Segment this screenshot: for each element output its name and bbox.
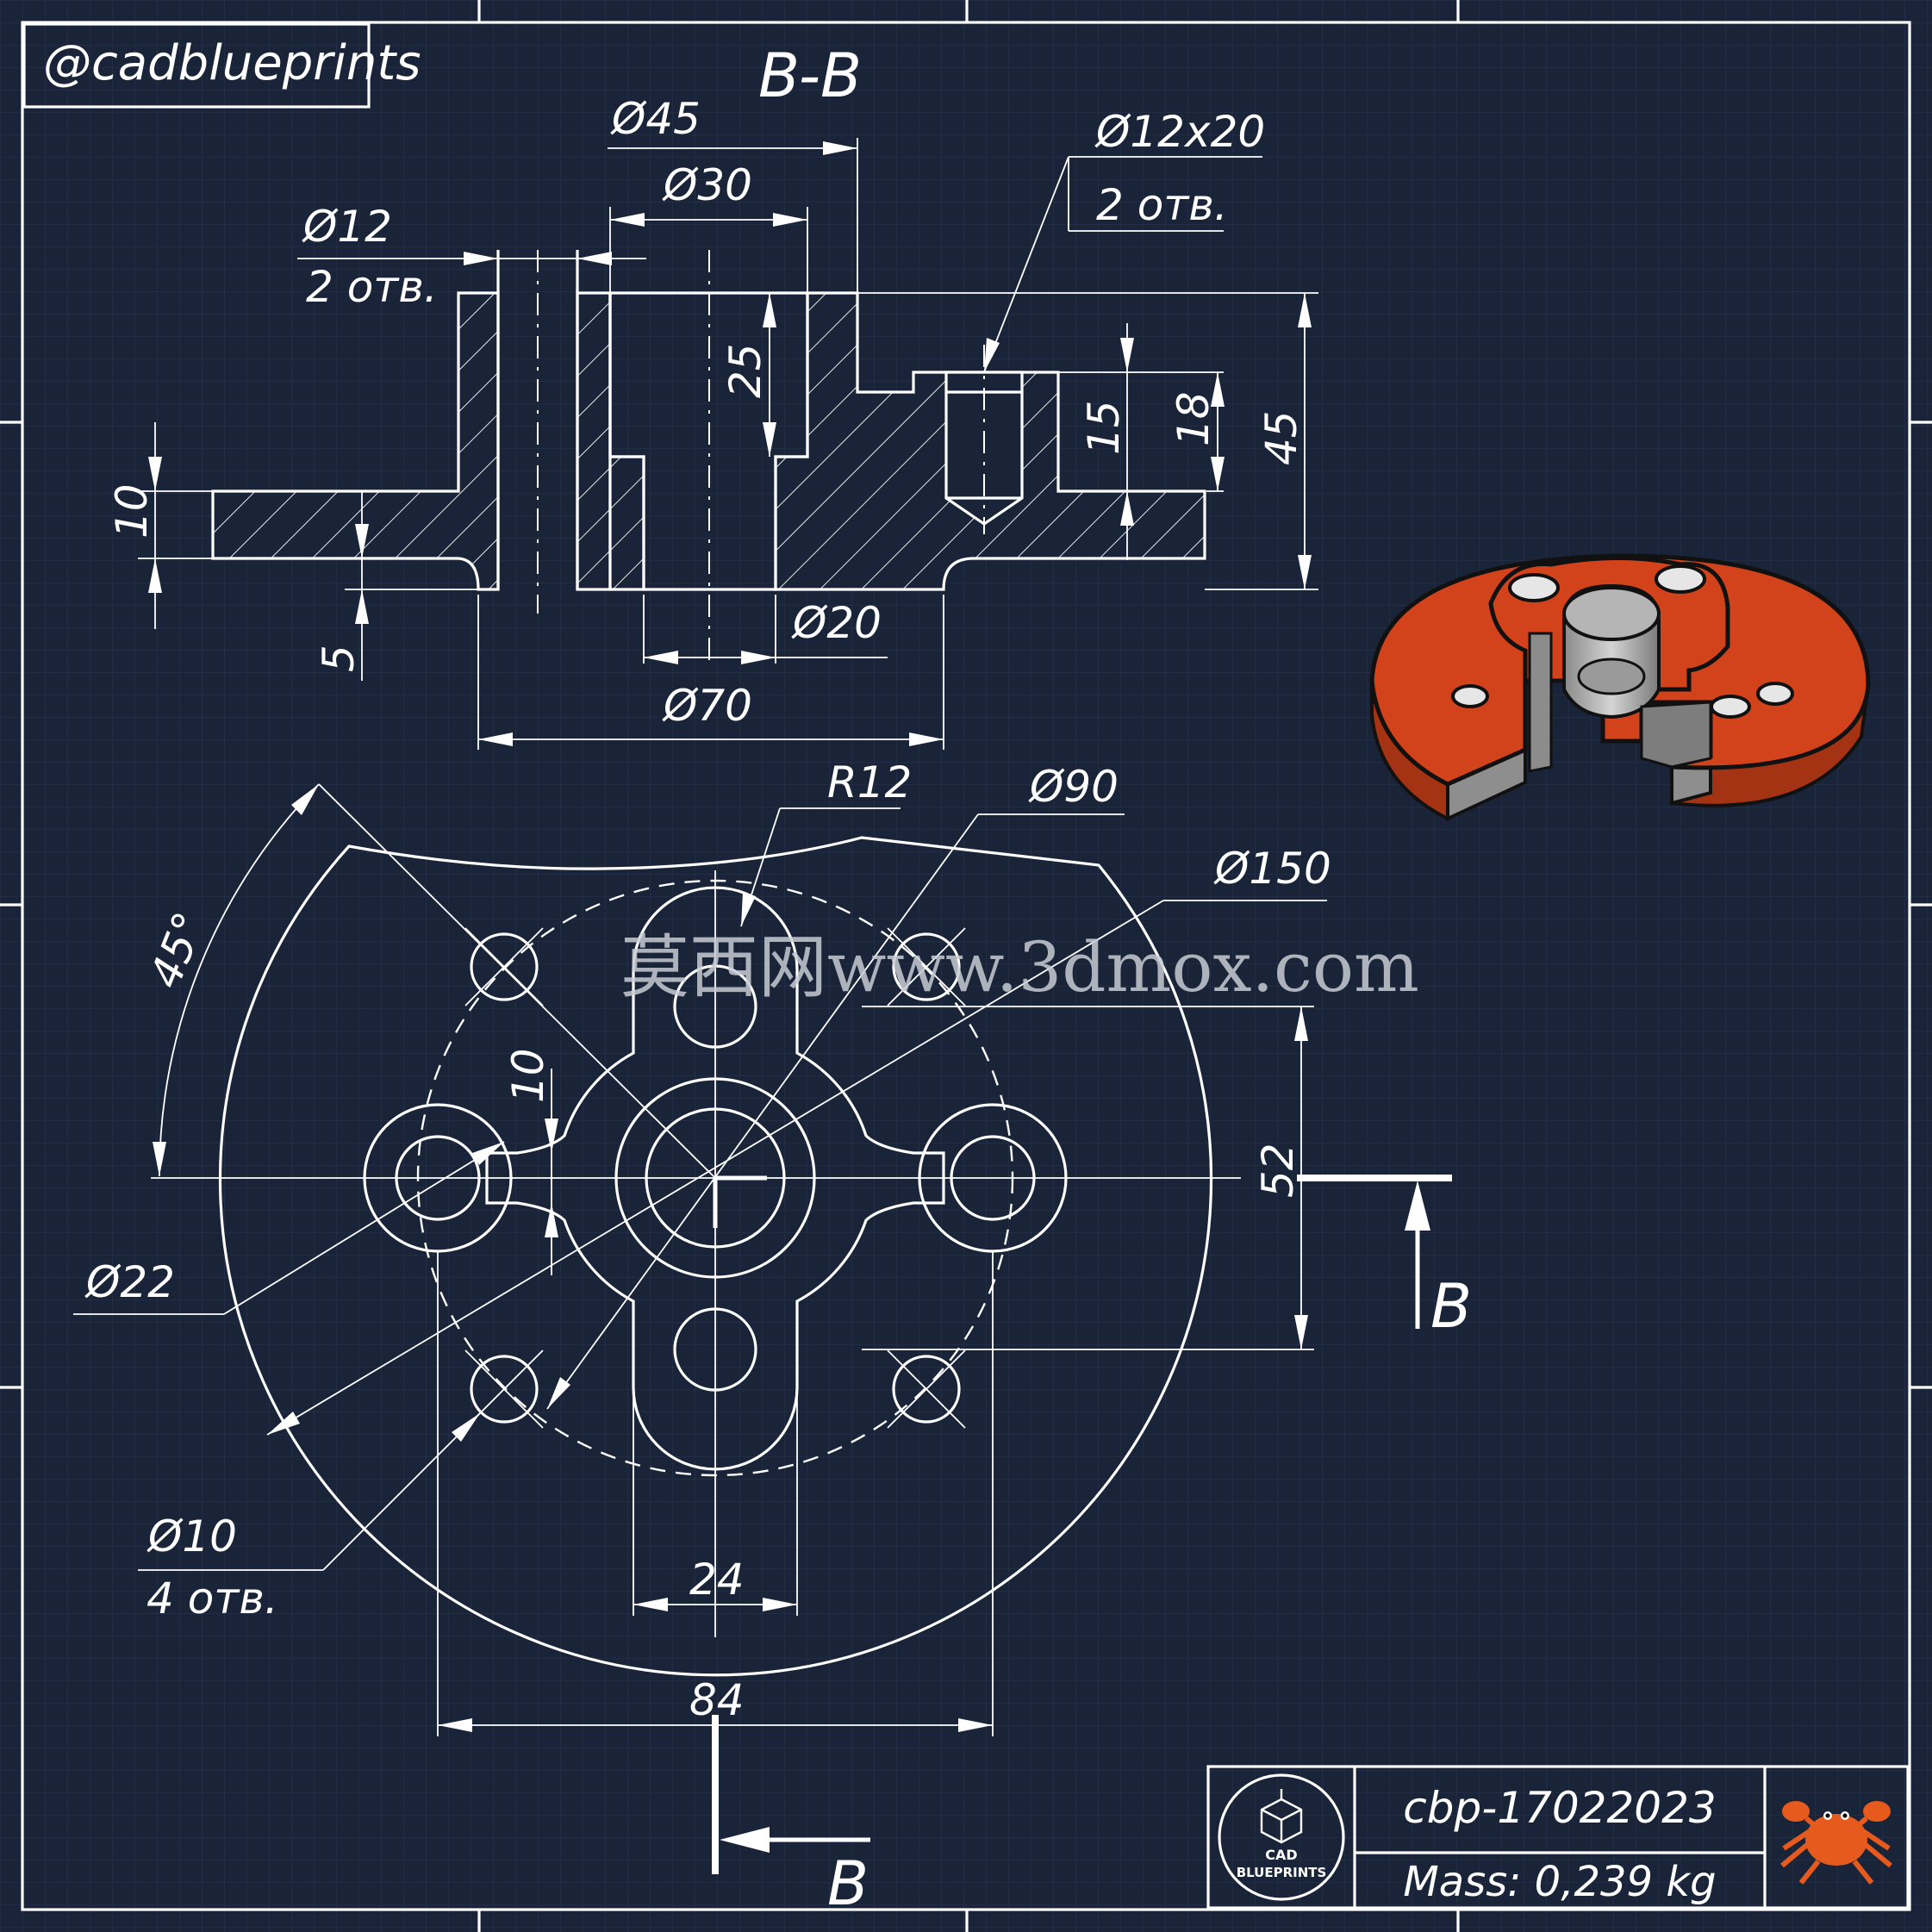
dim-d45: Ø45	[610, 94, 701, 144]
dim-d150: Ø150	[1213, 844, 1331, 894]
dim-d20: Ø20	[791, 598, 882, 648]
dim-d30: Ø30	[662, 160, 752, 210]
dim-h25: 25	[720, 343, 770, 398]
dim-h10: 10	[107, 483, 157, 539]
iso-model	[1369, 553, 1871, 822]
cad-logo	[1218, 1773, 1345, 1901]
dim-w24: 24	[689, 1555, 745, 1605]
cube-logo-icon	[1260, 1789, 1303, 1844]
dim-d12x20: Ø12x20	[1094, 107, 1265, 157]
dim-d10: Ø10	[146, 1511, 237, 1561]
dim-h52: 52	[1253, 1143, 1303, 1198]
dim-d22: Ø22	[84, 1257, 175, 1307]
handle-box	[22, 22, 371, 109]
dim-w10: 10	[503, 1048, 553, 1103]
section-title: B-B	[758, 41, 862, 111]
watermark-text: 莫西网www.3dmox.com	[620, 927, 1419, 1007]
dim-r12: R12	[827, 757, 912, 807]
dim-h45: 45	[1256, 410, 1306, 465]
dim-d12: Ø12	[302, 202, 392, 252]
logo-text-1: CAD	[1265, 1847, 1297, 1863]
dim-holes-4: 4 отв.	[146, 1574, 278, 1624]
dim-d90: Ø90	[1028, 762, 1119, 812]
plan-view: 45° R12 Ø90 Ø150 Ø22 Ø10 4 отв. 10	[73, 757, 1472, 1919]
dim-holes-2a: 2 отв.	[306, 262, 438, 312]
section-left-body	[211, 291, 500, 591]
cut-label-bottom: B	[827, 1848, 869, 1919]
dim-h18: 18	[1169, 391, 1218, 446]
dim-holes-2b: 2 отв.	[1096, 180, 1228, 230]
logo-text-2: BLUEPRINTS	[1237, 1865, 1327, 1880]
handle-text: @cadblueprints	[43, 35, 421, 91]
mass-value: Mass: 0,239 kg	[1403, 1858, 1716, 1906]
crab-icon	[1780, 1801, 1892, 1885]
dim-d70: Ø70	[662, 681, 752, 731]
section-wall-left	[576, 291, 612, 591]
outer-disk	[218, 836, 1213, 1677]
section-view: B-B	[107, 41, 1318, 750]
cut-label-right: B	[1430, 1271, 1472, 1342]
title-block: CAD BLUEPRINTS cbp-17022023 Mass: 0,239 …	[1206, 1765, 1910, 1910]
dim-h5: 5	[314, 645, 364, 672]
drawing-code: cbp-17022023	[1403, 1783, 1717, 1833]
dim-h15: 15	[1079, 400, 1129, 455]
